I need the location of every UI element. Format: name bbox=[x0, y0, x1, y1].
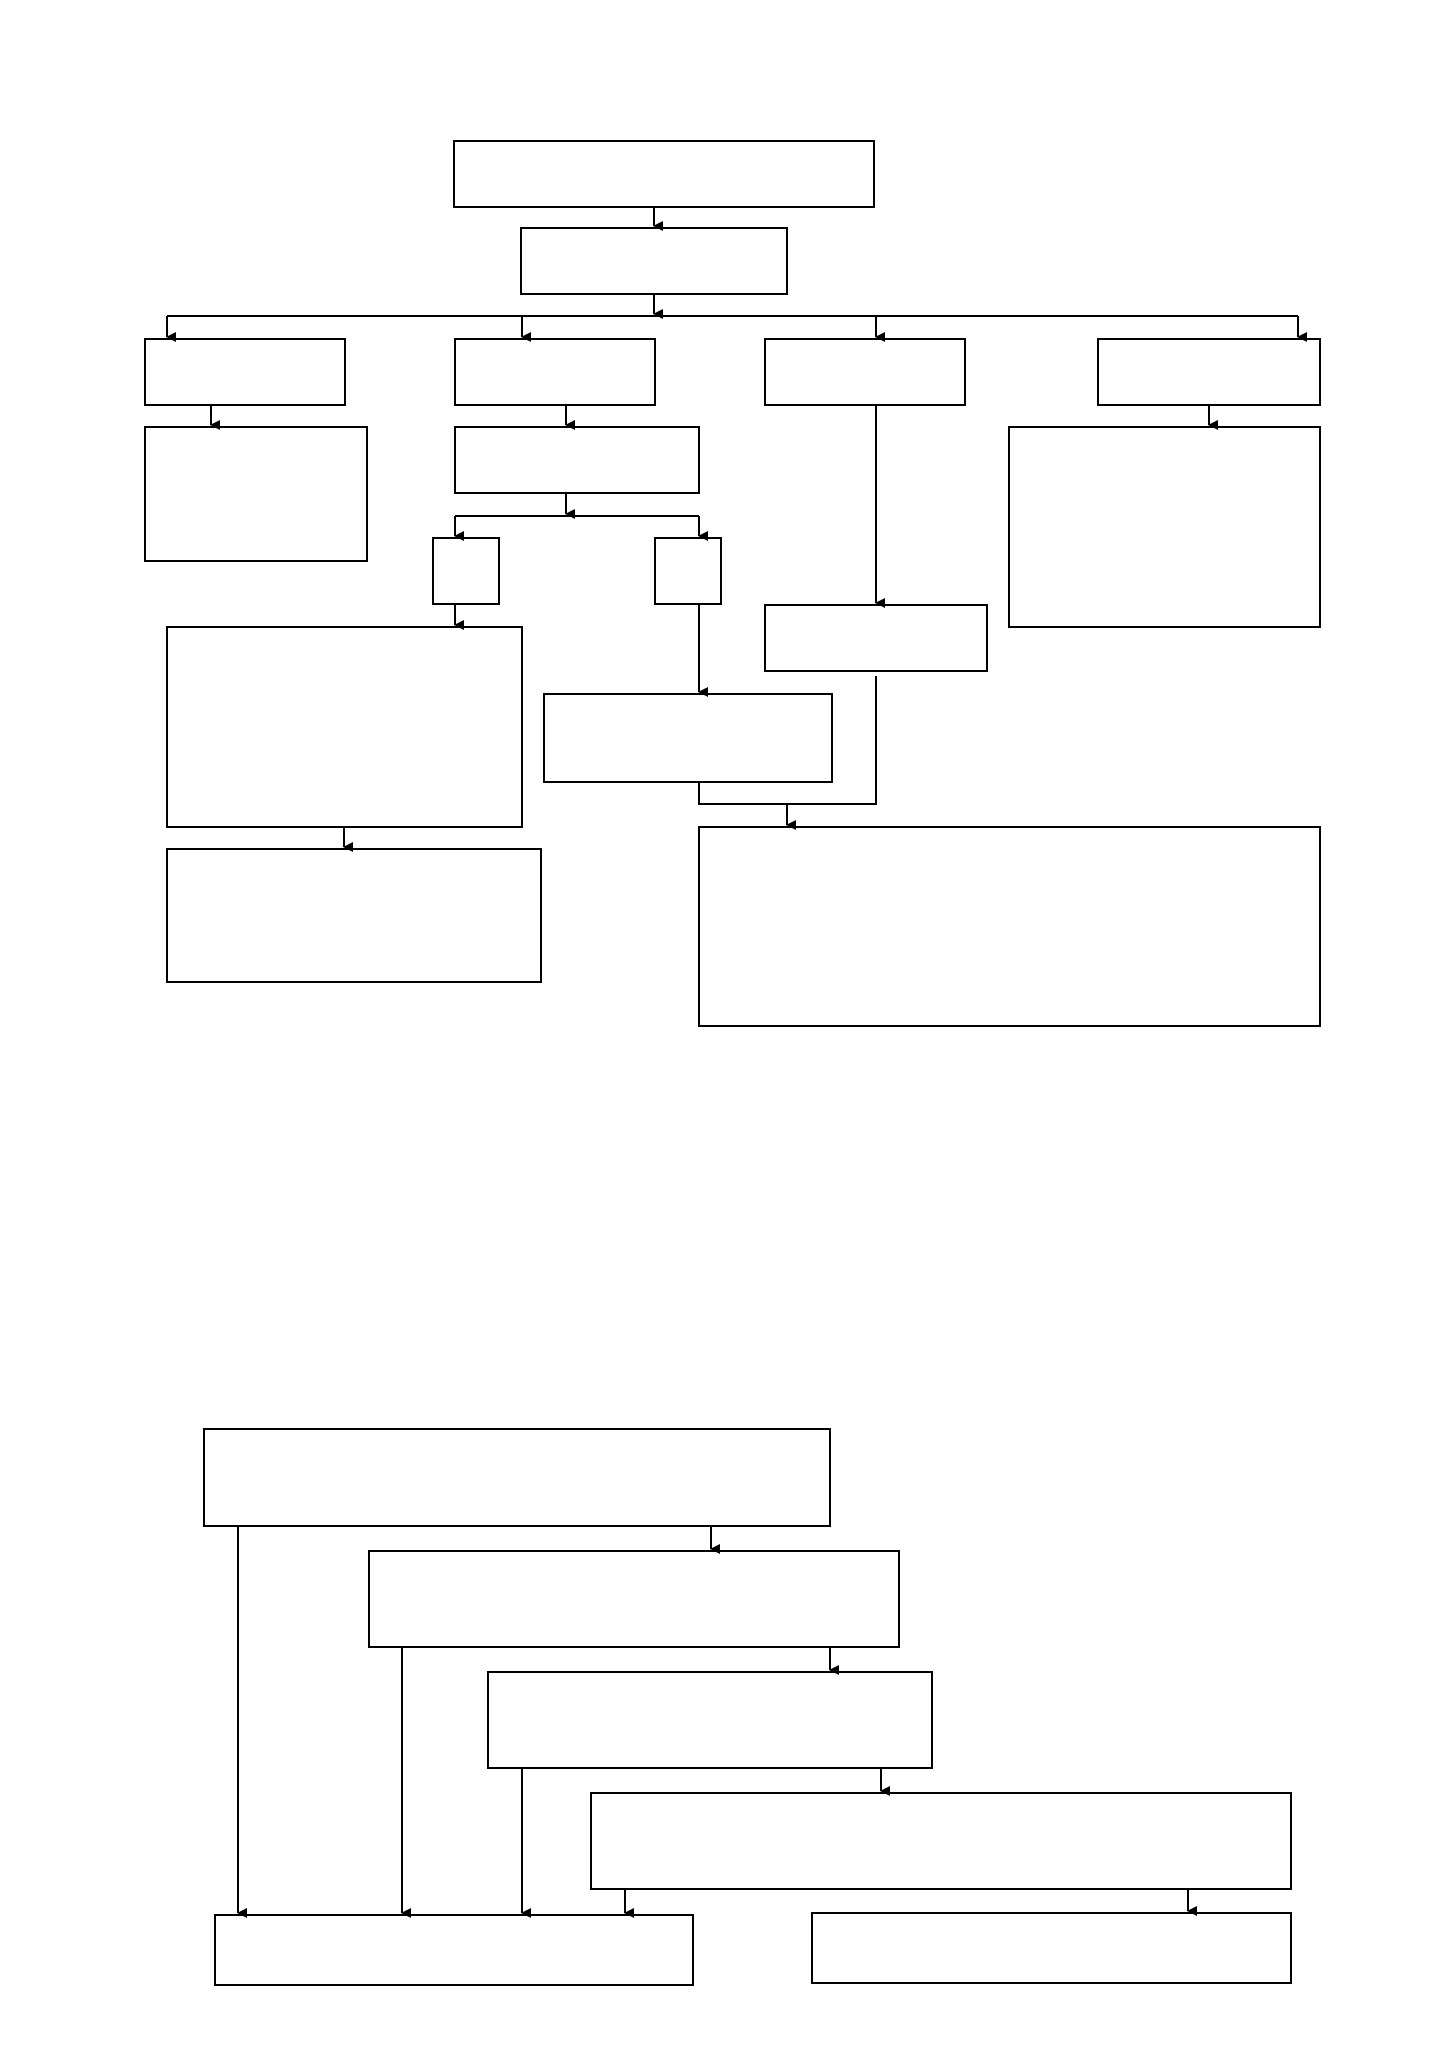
box-d1 bbox=[432, 537, 500, 605]
box-h2 bbox=[811, 1912, 1292, 1984]
box-c4 bbox=[1008, 426, 1321, 628]
box-f1 bbox=[166, 848, 542, 983]
box-b2 bbox=[454, 338, 656, 406]
top-flowchart bbox=[144, 140, 1321, 1027]
box-b1 bbox=[144, 338, 346, 406]
box-a1 bbox=[453, 140, 875, 208]
box-g4 bbox=[590, 1792, 1292, 1890]
box-e3 bbox=[764, 604, 988, 672]
box-g2 bbox=[368, 1550, 900, 1648]
box-g3 bbox=[487, 1671, 933, 1769]
box-g1 bbox=[203, 1428, 831, 1527]
box-c1 bbox=[144, 426, 368, 562]
bottom-flowchart bbox=[203, 1428, 1292, 1986]
box-b4 bbox=[1097, 338, 1321, 406]
box-c2 bbox=[454, 426, 700, 494]
box-e2 bbox=[543, 693, 833, 783]
box-e1 bbox=[166, 626, 523, 828]
box-h1 bbox=[214, 1914, 694, 1986]
box-f2 bbox=[698, 826, 1321, 1027]
box-a2 bbox=[520, 227, 788, 295]
box-d2 bbox=[654, 537, 722, 605]
merge-e2-e3 bbox=[698, 676, 877, 805]
box-b3 bbox=[764, 338, 966, 406]
